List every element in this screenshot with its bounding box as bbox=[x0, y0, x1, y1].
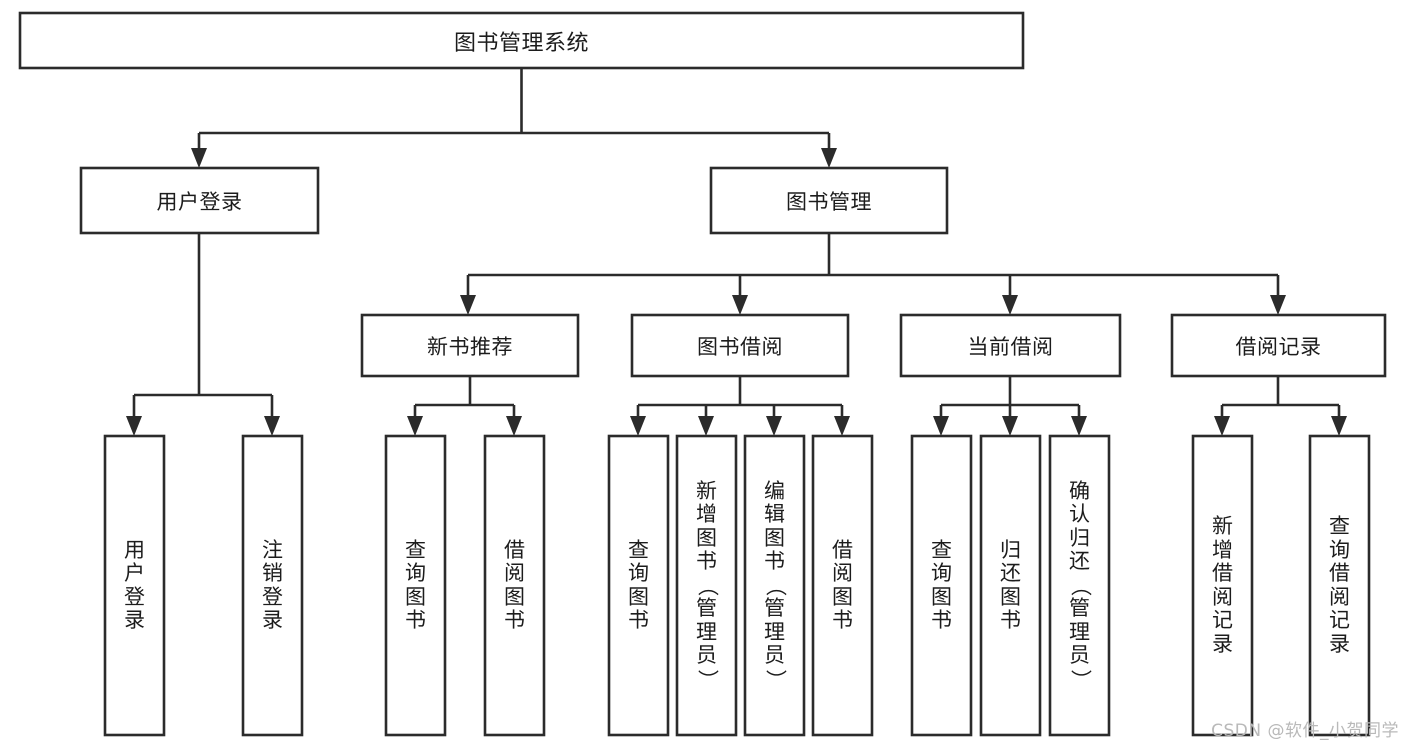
node-box-book-management[interactable] bbox=[709, 166, 949, 235]
connector-bookmgmt-to-level3 bbox=[460, 233, 1286, 315]
node-box-leaf-edit-book[interactable] bbox=[743, 434, 806, 737]
node-box-leaf-query-book-1[interactable] bbox=[384, 434, 447, 737]
connector-root-to-level2 bbox=[191, 68, 837, 168]
node-box-current-borrow[interactable] bbox=[899, 313, 1122, 378]
node-box-leaf-logout-login[interactable] bbox=[241, 434, 304, 737]
node-box-leaf-user-login[interactable] bbox=[103, 434, 166, 737]
node-box-leaf-return-book[interactable] bbox=[979, 434, 1042, 737]
csdn-watermark: CSDN @软件_小贺同学 bbox=[1211, 721, 1399, 741]
connector-borrowrecord-to-leaves bbox=[1214, 376, 1347, 436]
node-box-leaf-query-book-3[interactable] bbox=[910, 434, 973, 737]
node-box-leaf-query-book-2[interactable] bbox=[607, 434, 670, 737]
node-box-leaf-add-record[interactable] bbox=[1191, 434, 1254, 737]
node-box-book-borrow[interactable] bbox=[630, 313, 850, 378]
node-box-leaf-confirm-return[interactable] bbox=[1048, 434, 1111, 737]
connector-newbook-to-leaves bbox=[407, 376, 522, 436]
node-box-leaf-borrow-book-2[interactable] bbox=[811, 434, 874, 737]
node-box-leaf-add-book[interactable] bbox=[675, 434, 738, 737]
connector-userlogin-to-leaves bbox=[126, 233, 280, 436]
node-box-user-login[interactable] bbox=[79, 166, 320, 235]
connector-bookborrow-to-leaves bbox=[630, 376, 850, 436]
connector-currentborrow-to-leaves bbox=[933, 376, 1087, 436]
node-box-leaf-query-record[interactable] bbox=[1308, 434, 1371, 737]
node-box-borrow-record[interactable] bbox=[1170, 313, 1387, 378]
node-box-root[interactable] bbox=[18, 11, 1025, 70]
node-box-new-book-recommend[interactable] bbox=[360, 313, 580, 378]
node-box-leaf-borrow-book-1[interactable] bbox=[483, 434, 546, 737]
